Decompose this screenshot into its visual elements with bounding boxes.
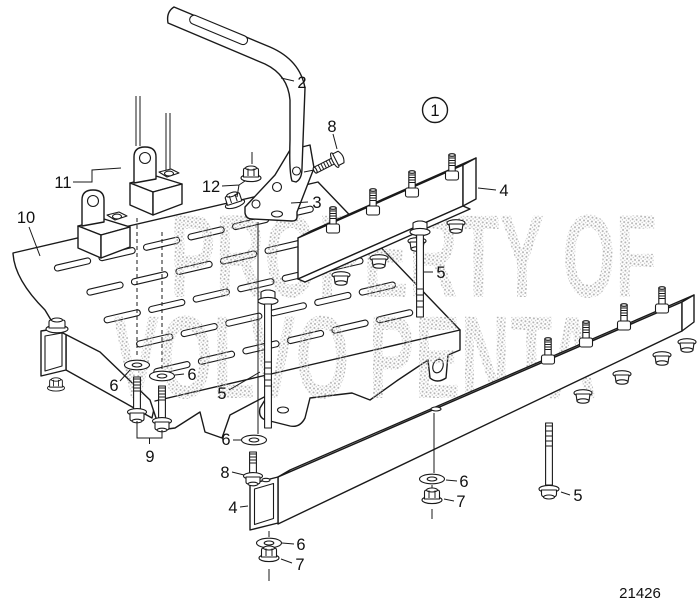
handle-part-2 (166, 6, 306, 183)
flange-nut-part-7 (421, 487, 443, 505)
callout-6: 6 (109, 377, 118, 395)
callout-4: 4 (499, 182, 508, 200)
rail-end-top-hole (261, 477, 271, 483)
rail-flange-nut (677, 338, 697, 353)
stud-rail-upper-part-4 (297, 153, 477, 286)
callout-4: 4 (228, 499, 237, 517)
foot-nut (47, 377, 65, 392)
callout-6: 6 (221, 431, 230, 449)
callout-1: 1 (430, 102, 439, 120)
lug-brackets-part-11 (77, 96, 183, 259)
watermark: PROPERTY OF VOLVO PENTA (113, 191, 657, 424)
rail-flange-nut (446, 219, 466, 234)
tread-slot (180, 322, 218, 338)
callout-circle (421, 96, 449, 124)
flange-nut-part-7 (258, 545, 280, 563)
callout-2: 2 (297, 74, 306, 92)
washer-part-6 (418, 473, 446, 485)
washer-part-6 (123, 359, 151, 371)
tread-slot (375, 309, 414, 324)
bolt-part-8-center (242, 451, 264, 487)
step-plate-fold-line (154, 329, 461, 402)
tread-slot (86, 281, 124, 296)
tread-slot (219, 250, 258, 265)
callout-8: 8 (220, 464, 229, 482)
callout-6: 6 (187, 366, 196, 384)
callout-labels: 2 8 12 3 4 11 10 6 6 9 5 6 8 4 6 7 6 7 5… (17, 74, 583, 574)
bolt-part-8-top (312, 150, 345, 174)
foot-fasteners (45, 317, 69, 392)
handle-hole (291, 166, 302, 176)
tread-slot (237, 278, 275, 293)
callout-6: 6 (459, 473, 468, 491)
callout-5: 5 (436, 264, 445, 282)
tread-slot (197, 350, 236, 365)
tread-slot (286, 329, 325, 345)
tread-slot (358, 281, 397, 296)
rail-flange-nut (573, 389, 593, 404)
tread-slot (314, 291, 352, 307)
long-bolt-part-5-center (257, 289, 279, 429)
rail-flange-nut (612, 370, 632, 385)
callout-10: 10 (17, 209, 35, 227)
long-bolt-part-5-bottom (538, 422, 560, 500)
handle-slot (189, 14, 249, 46)
lug-bracket-rear (129, 146, 183, 216)
callout-8: 8 (327, 118, 336, 136)
rail-flange-nut (369, 254, 389, 269)
front-tab-hole (276, 406, 290, 414)
tread-slot (130, 271, 169, 286)
side-tab-hole (432, 358, 444, 374)
tread-slot (175, 260, 213, 275)
callout-3: 3 (312, 194, 321, 212)
fastener-chains (123, 220, 560, 581)
rail-top-hole (430, 406, 442, 412)
long-bolt-part-5-right (409, 220, 431, 318)
washer-part-6 (148, 370, 176, 382)
rail-flange-nut (331, 271, 351, 286)
nuts-part-12 (221, 152, 262, 212)
callout-6: 6 (296, 536, 305, 554)
foot-bolt-head (45, 317, 69, 334)
callout-7: 7 (456, 493, 465, 511)
rail-stud (654, 286, 670, 314)
callout-7: 7 (295, 556, 304, 574)
tread-slot (192, 288, 230, 303)
figure-number: 21426 (619, 585, 661, 602)
callout-11: 11 (54, 174, 71, 192)
flange-nut-12a (240, 165, 262, 183)
rail-flange-nut (652, 351, 672, 366)
lug-bracket-front (77, 189, 131, 259)
callout-5: 5 (573, 487, 582, 505)
foot-rail-end-bore (44, 332, 63, 372)
tread-slot (103, 309, 141, 324)
assembly-callout-1: 1 (421, 96, 449, 124)
callout-12: 12 (202, 178, 220, 196)
stud-rail-lower-part-4 (249, 286, 697, 531)
callout-5: 5 (217, 385, 226, 403)
callout-9: 9 (145, 448, 154, 466)
tread-slot (187, 226, 225, 241)
tread-slot (331, 319, 369, 334)
washer-part-6 (240, 434, 268, 446)
tread-slot (148, 298, 186, 313)
tread-slot (225, 312, 263, 327)
leader-lines (28, 77, 571, 564)
tread-slot (53, 257, 92, 272)
bolt-8-axis-line (303, 169, 315, 173)
